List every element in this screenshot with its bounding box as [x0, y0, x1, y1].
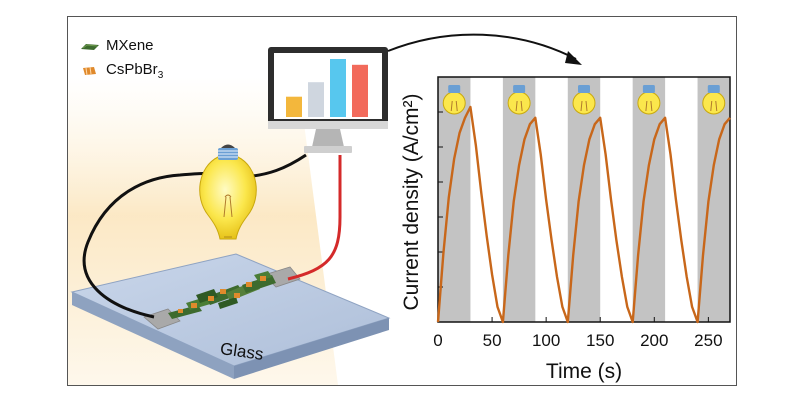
light-bulb-icon — [637, 85, 661, 115]
light-bulb-icon — [702, 85, 726, 115]
monitor-bar — [330, 59, 346, 117]
chart-xlabel: Time (s) — [546, 360, 622, 383]
light-bulb-icon — [572, 85, 596, 115]
monitor-bar-chart — [286, 59, 368, 117]
legend-label-mxene: MXene — [106, 37, 154, 54]
light-on-band — [502, 77, 536, 322]
monitor-bar — [352, 64, 368, 117]
light-bulb-icon — [199, 144, 257, 240]
cspbbr3-icon — [83, 66, 96, 76]
legend-item-cspbbr3: CsPbBr3 — [80, 61, 163, 81]
x-tick-label: 200 — [640, 331, 668, 350]
glass-substrate — [70, 253, 391, 379]
cspbbr3-crystals — [178, 276, 266, 313]
legend-label-cspbbr3: CsPbBr3 — [106, 61, 164, 81]
mxene-icon — [81, 44, 99, 50]
left-wire — [82, 172, 214, 319]
arrowhead-icon — [565, 51, 582, 65]
legend-item-mxene: MXene — [80, 37, 154, 57]
graphical-abstract-frame: MXene CsPbBr3 Glass Current density (A/c… — [67, 16, 737, 386]
x-tick-label: 0 — [433, 331, 442, 350]
x-tick-label: 100 — [532, 331, 560, 350]
monitor-bar — [286, 96, 302, 117]
device-scene — [68, 33, 582, 385]
monitor-to-chart-arrow — [387, 33, 577, 60]
monitor-bar — [308, 82, 324, 117]
x-tick-label: 250 — [694, 331, 722, 350]
plot-frame — [437, 76, 731, 323]
light-bulb-icon — [442, 85, 466, 115]
x-tick-label: 150 — [586, 331, 614, 350]
current-density-line — [436, 105, 731, 324]
light-on-band — [632, 77, 666, 322]
right-wire — [287, 155, 342, 281]
light-on-band — [567, 77, 601, 322]
light-bulb-icon — [507, 85, 531, 115]
light-on-band — [697, 77, 730, 322]
x-tick-label: 50 — [483, 331, 502, 350]
